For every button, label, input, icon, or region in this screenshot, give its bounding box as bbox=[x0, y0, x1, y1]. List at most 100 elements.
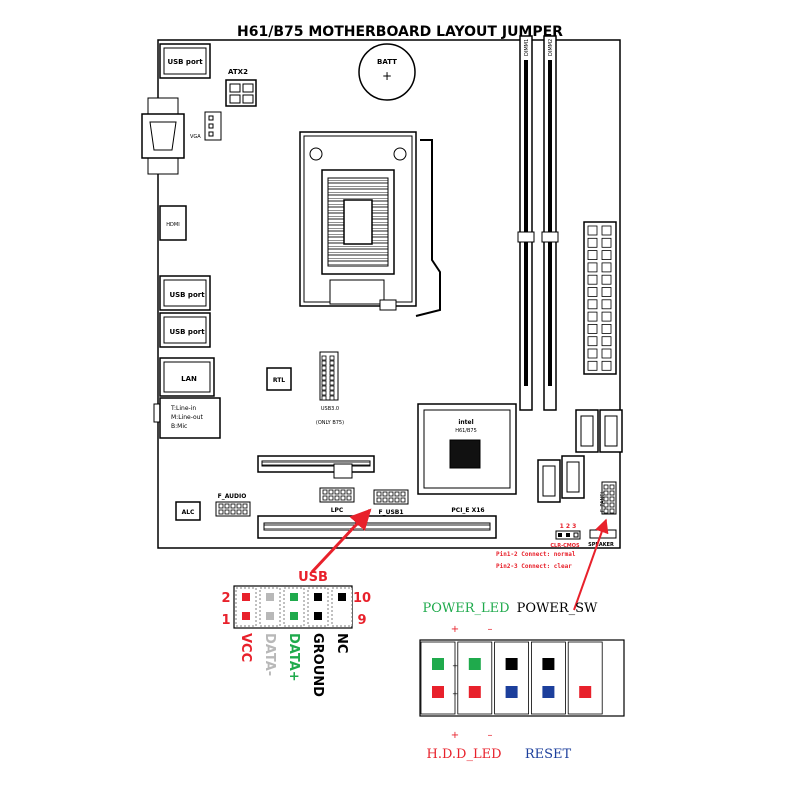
chipset-brand-label: intel bbox=[458, 419, 473, 426]
header-pin bbox=[321, 375, 327, 381]
clr-note-normal: Pin1-2 Connect: normal bbox=[496, 551, 576, 558]
header-pin bbox=[601, 225, 612, 236]
header-pin bbox=[601, 250, 612, 261]
lan-port: LAN bbox=[159, 357, 215, 397]
header-pin bbox=[230, 503, 236, 509]
usb-header-pins bbox=[235, 587, 353, 627]
atx-24pin-connector bbox=[583, 221, 617, 375]
header-pin bbox=[321, 385, 327, 391]
header-pin bbox=[601, 274, 612, 285]
header-pin bbox=[329, 380, 335, 386]
pci-slot-upper bbox=[257, 455, 375, 479]
power-led-plus-label: + bbox=[451, 624, 459, 635]
header-pin bbox=[329, 365, 335, 371]
header-pin bbox=[242, 503, 248, 509]
header-pin bbox=[394, 497, 400, 503]
header-pin bbox=[236, 503, 242, 509]
usb-signal-label: VCC bbox=[238, 633, 253, 662]
header-pin bbox=[218, 509, 224, 515]
header-pin bbox=[388, 497, 394, 503]
header-pin bbox=[321, 395, 327, 401]
header-pin bbox=[334, 489, 340, 495]
header-pin bbox=[230, 509, 236, 515]
panel-pin-column bbox=[494, 641, 530, 715]
usb-pin-column bbox=[283, 587, 305, 627]
chipset-model-label: H61/B75 bbox=[455, 428, 477, 434]
header-pin bbox=[603, 502, 609, 508]
pin-plus-mark: + bbox=[452, 662, 458, 670]
panel-pin-top bbox=[542, 658, 555, 670]
clr-note-clear: Pin2-3 Connect: clear bbox=[496, 563, 572, 570]
clr-cmos-label: CLR-CMOS bbox=[550, 543, 580, 549]
header-pin bbox=[609, 508, 615, 514]
usb-port-top-label: USB port bbox=[167, 58, 203, 66]
usb-port-middle-label: USB port bbox=[169, 291, 205, 299]
usb-pin-1-label: 1 bbox=[221, 613, 230, 628]
lan-label: LAN bbox=[181, 375, 197, 383]
panel-pin-column bbox=[420, 641, 456, 715]
header-pin bbox=[587, 360, 598, 371]
rtl-chip: RTL bbox=[266, 367, 292, 391]
panel-pin-bottom bbox=[468, 686, 481, 698]
audio-line-in-label: T:Line-in bbox=[170, 405, 196, 412]
header-pin bbox=[587, 299, 598, 310]
header-pin bbox=[382, 497, 388, 503]
header-pin bbox=[224, 503, 230, 509]
header-pin bbox=[587, 311, 598, 322]
panel-pin-bottom bbox=[542, 686, 555, 698]
atx2-connector bbox=[225, 79, 257, 107]
power-led-minus-label: – bbox=[488, 624, 493, 635]
header-pin bbox=[400, 497, 406, 503]
audio-jack: T:Line-in M:Line-out B:Mic bbox=[153, 397, 221, 439]
header-pin bbox=[394, 491, 400, 497]
page-title: H61/B75 MOTHERBOARD LAYOUT JUMPER bbox=[237, 24, 563, 40]
alc-label: ALC bbox=[182, 509, 195, 516]
pcie-label: PCI_E X16 bbox=[451, 507, 484, 514]
header-pin bbox=[328, 495, 334, 501]
usb-pin-top bbox=[314, 593, 322, 601]
header-pin bbox=[601, 262, 612, 273]
header-pin bbox=[603, 508, 609, 514]
header-pin bbox=[609, 484, 615, 490]
hdd-led-minus-label: – bbox=[488, 730, 493, 741]
header-pin bbox=[587, 323, 598, 334]
usb-pin-top bbox=[242, 593, 250, 601]
header-pin bbox=[329, 395, 335, 401]
header-pin bbox=[329, 390, 335, 396]
pcie-x16-slot: PCI_E X16 bbox=[257, 507, 497, 539]
header-pin bbox=[322, 495, 328, 501]
header-pin bbox=[382, 491, 388, 497]
speaker-label: SPEAKER bbox=[588, 542, 614, 548]
vga-label: VGA bbox=[190, 134, 201, 140]
panel-pin-column bbox=[531, 641, 566, 715]
header-pin bbox=[346, 495, 352, 501]
header-pin bbox=[334, 495, 340, 501]
panel-pin-bottom bbox=[505, 686, 518, 698]
f-usb1-label: F_USB1 bbox=[378, 509, 403, 516]
usb-pin-column bbox=[331, 587, 353, 627]
f-audio-header: F_AUDIO bbox=[215, 493, 251, 517]
header-pin bbox=[609, 502, 615, 508]
header-pin bbox=[601, 287, 612, 297]
header-pin bbox=[601, 299, 612, 310]
header-pin bbox=[609, 496, 615, 502]
hdmi-port: HDMI bbox=[159, 205, 187, 241]
hdmi-label: HDMI bbox=[166, 222, 179, 228]
usb-port-middle: USB port bbox=[159, 275, 211, 311]
cpu-socket bbox=[299, 131, 441, 317]
header-pin bbox=[603, 484, 609, 490]
usb-pin-top bbox=[266, 593, 274, 601]
header-pin bbox=[329, 360, 335, 366]
battery-plus-icon: + bbox=[382, 69, 392, 83]
header-pin bbox=[609, 490, 615, 496]
dimm2-label: DIMM2 bbox=[548, 39, 554, 56]
hdd-led-label: H.D.D_LED bbox=[426, 747, 501, 762]
sata-ports bbox=[537, 409, 623, 503]
panel-pin-column bbox=[457, 641, 493, 715]
header-pin bbox=[603, 490, 609, 496]
header-pin bbox=[218, 503, 224, 509]
header-pin bbox=[224, 509, 230, 515]
usb-pin-bottom bbox=[314, 612, 322, 620]
panel-pin-top bbox=[432, 658, 444, 670]
